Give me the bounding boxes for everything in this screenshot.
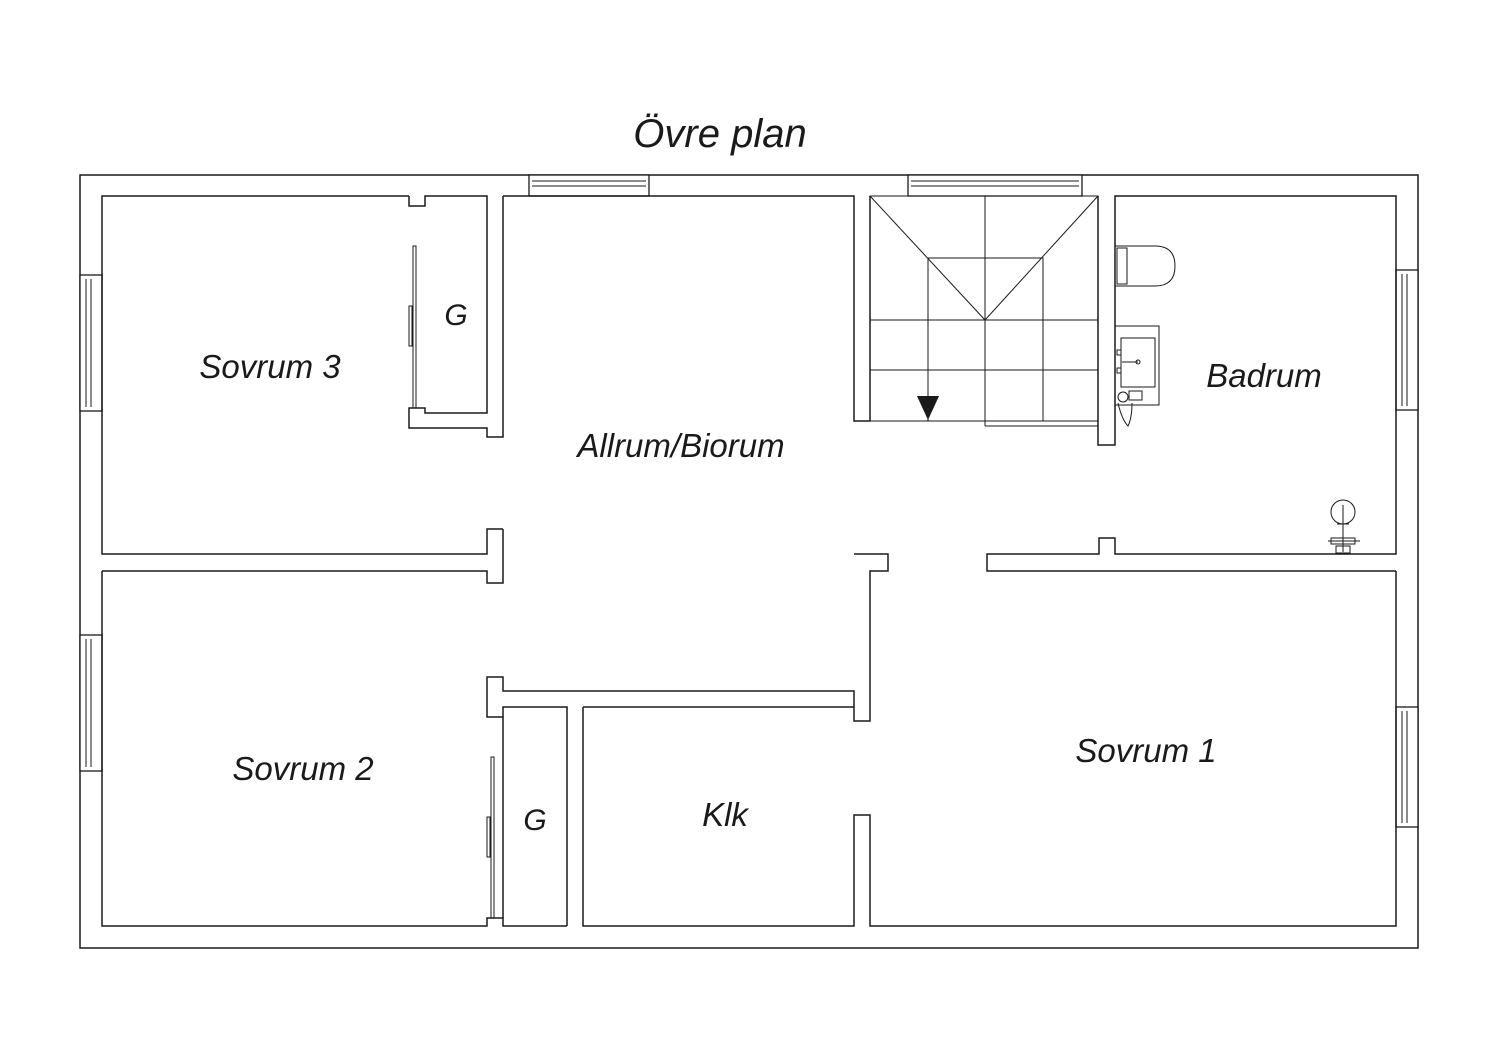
bath-fixture-icon <box>1117 390 1143 427</box>
window-stair-top <box>907 174 1083 197</box>
room-label-badrum: Badrum <box>1206 357 1322 394</box>
room-label-sovrum2: Sovrum 2 <box>232 750 373 787</box>
wardrobe-doors-bottom <box>486 756 495 919</box>
room-sovrum3-walls <box>101 195 504 555</box>
sink-icon <box>1114 325 1160 406</box>
room-klk-walls <box>582 571 1397 927</box>
room-label-sovrum1: Sovrum 1 <box>1075 732 1216 769</box>
room-label-sovrum3: Sovrum 3 <box>199 348 341 385</box>
room-label-garderob-bottom: G <box>523 804 546 837</box>
shower-icon <box>1328 499 1360 554</box>
room-label-allrum: Allrum/Biorum <box>575 427 784 464</box>
staircase <box>869 195 1099 427</box>
room-label-klk: Klk <box>702 796 749 833</box>
outer-wall <box>79 174 1419 949</box>
window-sovrum3-left <box>79 274 103 412</box>
toilet-icon <box>1115 245 1176 287</box>
window-allrum-top <box>528 174 650 197</box>
room-badrum-walls <box>986 195 1397 572</box>
window-sovrum1-right <box>1395 706 1419 828</box>
window-badrum-right <box>1395 269 1419 411</box>
stair-arrow-icon <box>917 396 939 420</box>
wardrobe-doors-top <box>408 245 417 409</box>
room-label-garderob-top: G <box>444 299 467 332</box>
room-sovrum2-walls <box>101 571 567 927</box>
plan-title: Övre plan <box>633 112 806 156</box>
room-allrum-walls <box>102 195 889 926</box>
window-sovrum2-left <box>79 634 103 772</box>
